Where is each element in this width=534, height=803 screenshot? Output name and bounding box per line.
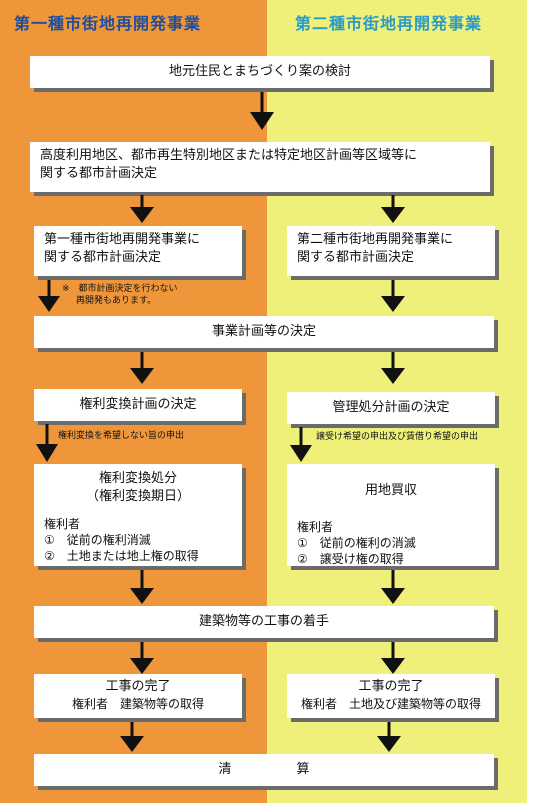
- step-rights-holder-item: ① 従前の権利の消滅: [297, 536, 416, 550]
- step-rights-holder-label: 権利者: [44, 517, 81, 531]
- step-construction-start-label: 建築物等の工事の着手: [198, 614, 329, 629]
- arrow-down-icon: [130, 642, 154, 674]
- step-type1-plan-decision: 第一種市街地再開発事業に 関する都市計画決定: [34, 226, 242, 276]
- arrow-down-icon: [130, 570, 154, 604]
- arrow-down-icon: [381, 570, 405, 604]
- arrow-down-icon: [130, 352, 154, 384]
- step-construction-start: 建築物等の工事の着手: [34, 606, 494, 638]
- step-type2-plan-decision: 第二種市街地再開発事業に 関する都市計画決定: [287, 226, 495, 276]
- step-project-plan-decision-label: 事業計画等の決定: [211, 324, 316, 339]
- arrow-down-icon: [381, 642, 405, 674]
- arrow-down-icon: [38, 280, 60, 312]
- arrow-down-icon: [377, 722, 401, 752]
- step-rights-conversion-disposition-title: 権利変換処分: [98, 471, 177, 486]
- step-type1-plan-decision-line1: 第一種市街地再開発事業に: [44, 232, 201, 247]
- arrow-down-icon: [36, 424, 58, 462]
- step-construction-complete-sub: 権利者 土地及び建築物等の取得: [300, 697, 481, 711]
- column-title-type1: 第一種市街地再開発事業: [14, 14, 202, 33]
- arrow-down-icon: [381, 280, 405, 312]
- step-area-plan-decision-line2: 関する都市計画決定: [40, 166, 158, 181]
- step-construction-complete-title: 工事の完了: [105, 679, 171, 694]
- step-land-acquisition-title: 用地買収: [364, 483, 417, 498]
- arrow-down-icon: [381, 352, 405, 384]
- step-management-disposal-plan: 管理処分計画の決定: [287, 392, 495, 424]
- step-construction-complete-sub: 権利者 建築物等の取得: [71, 697, 204, 711]
- step-management-disposal-plan-label: 管理処分計画の決定: [332, 400, 450, 415]
- step-type2-plan-decision-line1: 第二種市街地再開発事業に: [297, 232, 454, 247]
- arrow-down-icon: [250, 92, 274, 130]
- step-rights-holder-label: 権利者: [297, 520, 334, 534]
- step-rights-conversion-plan: 権利変換計画の決定: [34, 389, 242, 421]
- step-rights-holder-item: ② 土地または地上権の取得: [44, 549, 199, 563]
- step-rights-conversion-disposition-date: （権利変換期日）: [85, 489, 190, 504]
- step-construction-complete-title: 工事の完了: [358, 679, 424, 694]
- step-community-discussion: 地元住民とまちづくり案の検討: [30, 56, 490, 88]
- step-rights-holder-item: ② 譲受け権の取得: [297, 552, 404, 566]
- note-transfer-lease-request: 譲受け希望の申出及び賃借り希望の申出: [316, 432, 479, 442]
- step-type1-plan-decision-line2: 関する都市計画決定: [44, 250, 162, 265]
- step-rights-holder-item: ① 従前の権利消滅: [44, 533, 151, 547]
- note-no-plan-decision: ※ 都市計画決定を行わない 再開発もあります。: [62, 283, 178, 307]
- step-community-discussion-label: 地元住民とまちづくり案の検討: [168, 64, 351, 79]
- step-project-plan-decision: 事業計画等の決定: [34, 316, 494, 348]
- step-type2-plan-decision-line2: 関する都市計画決定: [297, 250, 415, 265]
- step-area-plan-decision-line1: 高度利用地区、都市再生特別地区または特定地区計画等区域等に: [40, 148, 418, 163]
- step-construction-complete-type1: 工事の完了 権利者 建築物等の取得: [34, 674, 242, 718]
- column-title-type2: 第二種市街地再開発事業: [295, 14, 483, 33]
- step-rights-conversion-plan-label: 権利変換計画の決定: [79, 397, 197, 412]
- note-no-plan-decision-line1: ※ 都市計画決定を行わない: [62, 284, 178, 294]
- step-settlement-label: 清 算: [218, 762, 310, 777]
- arrow-down-icon: [381, 195, 405, 223]
- note-no-plan-decision-line2: 再開発もあります。: [76, 296, 157, 306]
- arrow-down-icon: [290, 427, 312, 462]
- step-rights-conversion-disposition: 権利変換処分 （権利変換期日） 権利者 ① 従前の権利消滅 ② 土地または地上権…: [34, 464, 242, 566]
- step-area-plan-decision: 高度利用地区、都市再生特別地区または特定地区計画等区域等に 関する都市計画決定: [30, 142, 490, 192]
- step-construction-complete-type2: 工事の完了 権利者 土地及び建築物等の取得: [287, 674, 495, 718]
- note-rights-conversion-request: 権利変換を希望しない旨の申出: [58, 431, 185, 441]
- arrow-down-icon: [130, 195, 154, 223]
- step-settlement: 清 算: [34, 754, 494, 786]
- arrow-down-icon: [120, 722, 144, 752]
- step-land-acquisition: 用地買収 権利者 ① 従前の権利の消滅 ② 譲受け権の取得: [287, 464, 495, 566]
